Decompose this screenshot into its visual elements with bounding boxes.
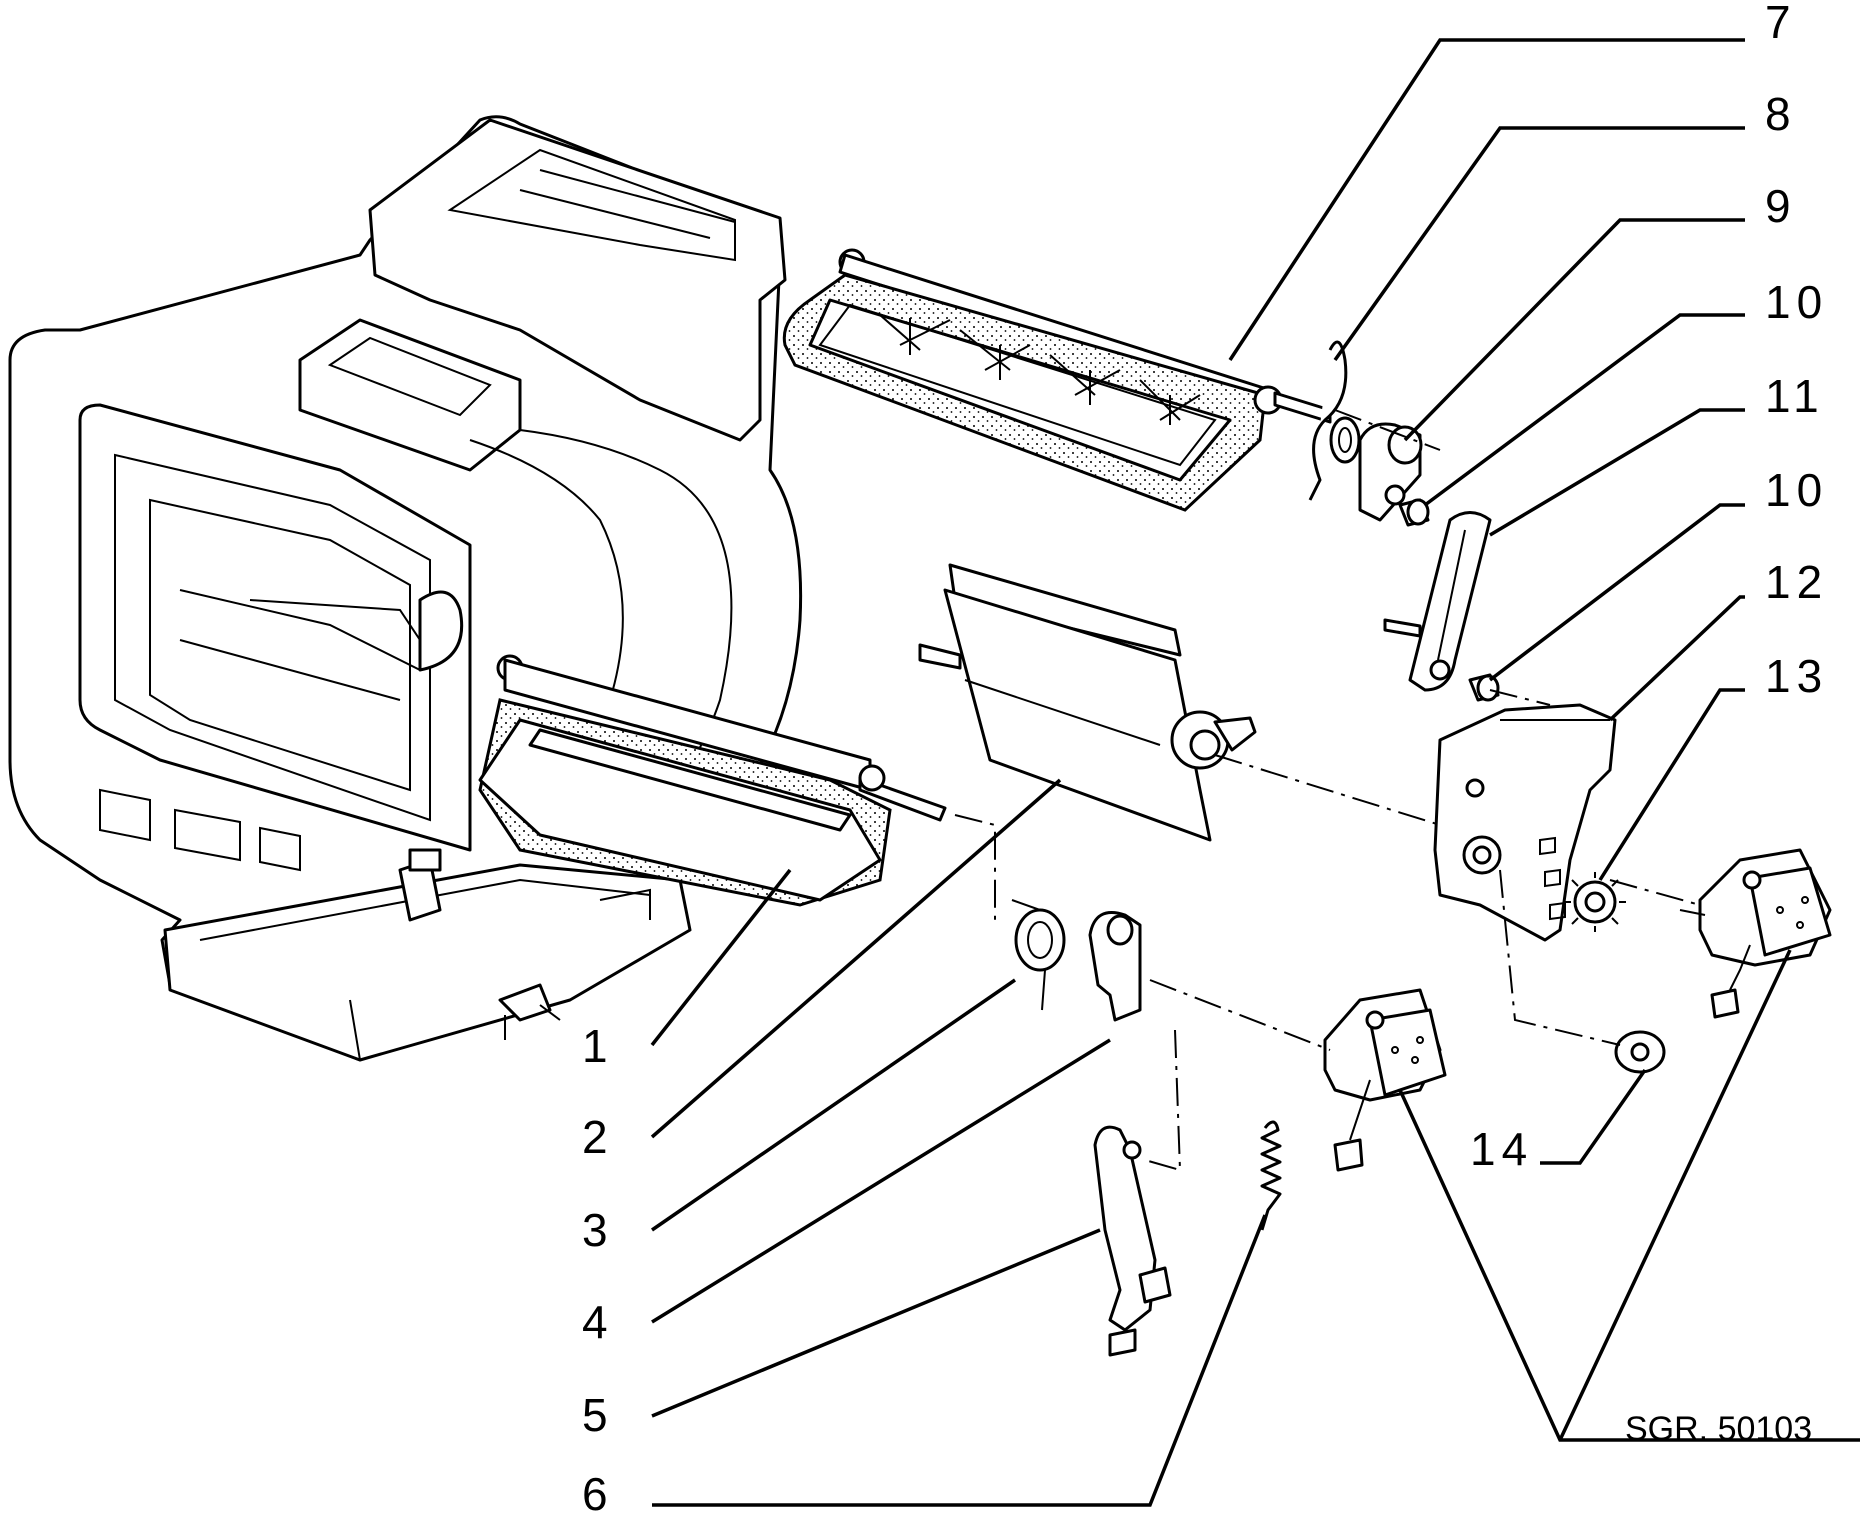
callout-11: 11 xyxy=(1765,370,1825,422)
part-11-lever-arm xyxy=(1383,511,1492,692)
part-6-tension-spring xyxy=(1260,1120,1282,1231)
part-9-lever xyxy=(1358,422,1423,522)
callout-14: 14 xyxy=(1470,1123,1533,1175)
callout-4: 4 xyxy=(582,1296,614,1348)
callout-7: 7 xyxy=(1765,0,1797,48)
callout-labels: 1 2 3 4 5 6 7 8 9 10 11 10 12 13 14 SGR.… xyxy=(582,0,1828,1513)
leader-lines xyxy=(650,38,1860,1507)
callout-6: 6 xyxy=(582,1468,614,1513)
part-13-gear xyxy=(1564,872,1626,932)
assembly-axes xyxy=(954,409,1706,1172)
part-4-cam xyxy=(1088,911,1142,1022)
callout-3: 3 xyxy=(582,1204,614,1256)
callout-9: 9 xyxy=(1765,180,1797,232)
part-8-spring xyxy=(1308,340,1361,501)
callout-1: 1 xyxy=(582,1020,614,1072)
callout-12: 12 xyxy=(1765,556,1828,608)
heater-housing xyxy=(8,115,803,1062)
part-5-lever xyxy=(1093,1125,1172,1357)
callout-10-upper: 10 xyxy=(1765,276,1828,328)
callout-10-lower: 10 xyxy=(1765,464,1828,516)
part-14-washer xyxy=(1614,1030,1666,1074)
callout-13: 13 xyxy=(1765,650,1828,702)
callout-2: 2 xyxy=(582,1111,614,1163)
part-7-upper-filter-flap xyxy=(782,248,1332,512)
callout-5: 5 xyxy=(582,1389,614,1441)
reference-code: SGR. 50103 xyxy=(1625,1410,1812,1448)
part-2-middle-flap xyxy=(918,563,1257,842)
part-12-bracket xyxy=(1433,703,1617,942)
callout-8: 8 xyxy=(1765,88,1797,140)
part-1-lower-flap xyxy=(478,654,947,907)
part-3-torsion-spring xyxy=(1011,899,1066,1011)
blower-resistor-upper xyxy=(1698,848,1832,1019)
blower-resistor-lower xyxy=(1323,988,1447,1172)
part-10-bush-upper xyxy=(1398,498,1430,527)
